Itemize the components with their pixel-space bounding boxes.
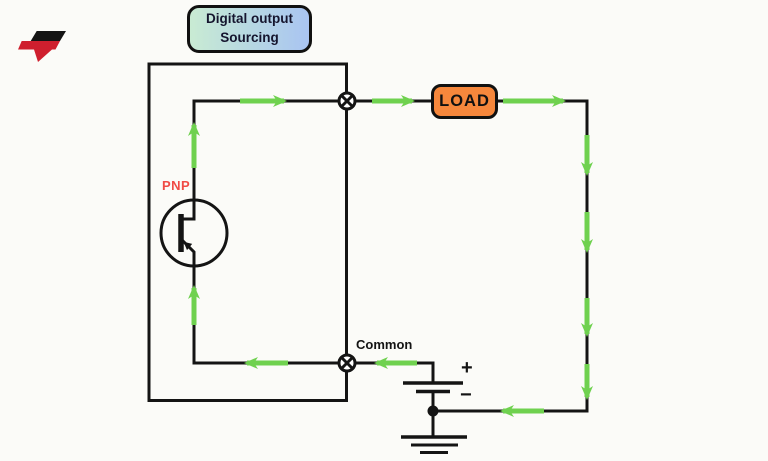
junction-dot: [427, 405, 439, 417]
wire-common-to-battery: [347, 361, 435, 383]
load-box: LOAD: [431, 84, 498, 119]
battery-cell-symbol: [403, 381, 463, 417]
wire-bottom-inner: [180, 238, 347, 365]
title-line-1: Digital output: [206, 11, 293, 27]
wire-right-loop: [433, 99, 589, 413]
load-label: LOAD: [439, 92, 490, 110]
brand-flag-logo: [18, 31, 66, 62]
title-line-2: Sourcing: [220, 30, 279, 45]
battery-minus-label: −: [460, 384, 472, 406]
junction-node-top: [337, 91, 357, 111]
pnp-label: PNP: [162, 178, 191, 193]
junction-node-common: [337, 353, 357, 373]
battery-plus-label: +: [461, 357, 473, 379]
title-box: Digital output Sourcing: [187, 5, 312, 53]
current-flow-arrows: [188, 95, 593, 417]
wires: [180, 99, 589, 437]
pnp-transistor-symbol: [159, 198, 229, 268]
wire-top: [182, 99, 431, 221]
emitter-arrow: [183, 241, 193, 251]
device-enclosure-box: [147, 62, 348, 402]
earth-ground-symbol: [401, 435, 467, 454]
common-label: Common: [356, 337, 413, 352]
